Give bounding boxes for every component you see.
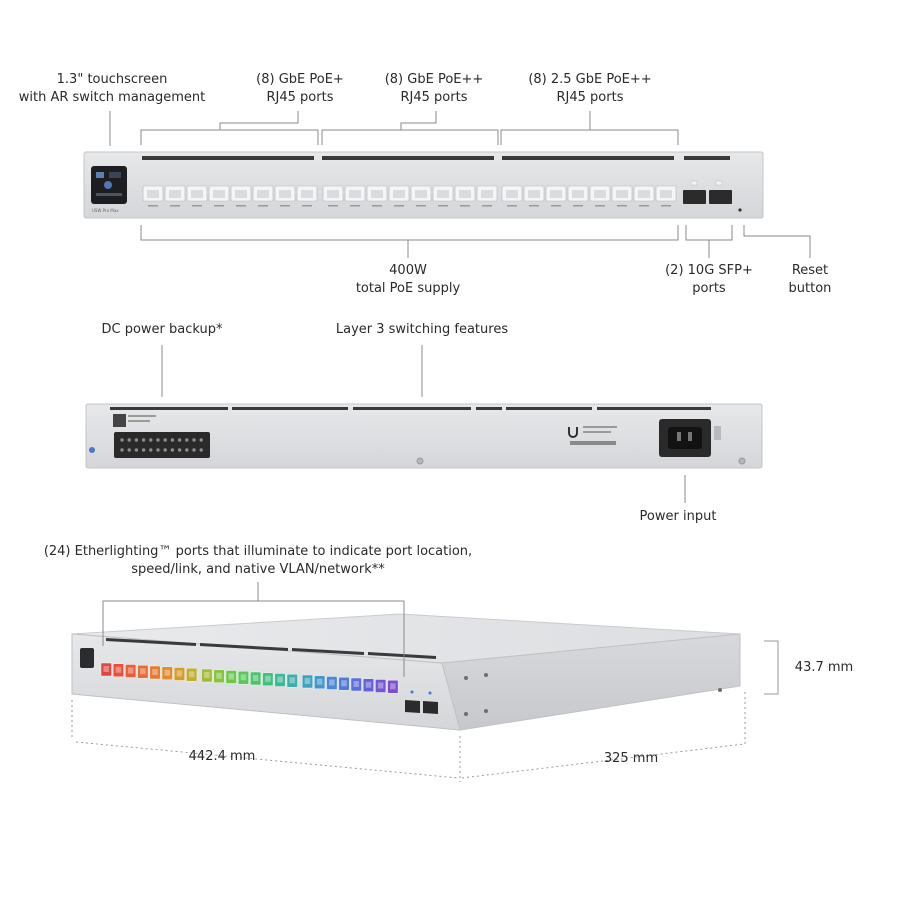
label-layer3: Layer 3 switching features	[335, 322, 509, 337]
etherlighting-port-12	[237, 671, 249, 685]
label-gbe-poe-plusplus: (8) GbE PoE++ RJ45 ports	[384, 72, 484, 105]
iso-callouts	[102, 582, 405, 677]
sfp-ports	[683, 180, 732, 204]
front-panel: USW Pro Max	[83, 151, 764, 219]
rj45-port-18	[523, 185, 545, 207]
etherlighting-port-7	[173, 667, 185, 681]
etherlighting-port-4	[137, 665, 149, 679]
etherlighting-port-11	[225, 670, 237, 684]
sfp-port-2	[709, 190, 732, 204]
iso-etherlighting-ports	[100, 662, 399, 694]
etherlighting-port-21	[350, 677, 362, 692]
etherlighting-port-16	[286, 674, 298, 688]
label-height: 43.7 mm	[794, 660, 854, 675]
rj45-port-6	[252, 185, 274, 207]
rj45-port-20	[567, 185, 589, 207]
label-dc-power-backup: DC power backup*	[101, 322, 223, 337]
etherlighting-port-9	[201, 668, 213, 683]
rj45-port-21	[589, 185, 611, 207]
front-vent-slots	[142, 156, 730, 160]
rj45-port-4	[208, 185, 230, 207]
ground-icon	[89, 447, 95, 453]
iso-screws	[464, 673, 722, 716]
rj45-port-24	[655, 185, 677, 207]
dc-power-connector	[114, 432, 210, 458]
label-power-input: Power input	[639, 509, 717, 524]
label-width: 442.4 mm	[188, 749, 256, 764]
reset-button	[738, 208, 742, 212]
label-poe-budget: 400W total PoE supply	[355, 263, 461, 296]
rj45-port-5	[230, 185, 252, 207]
rear-callouts	[161, 345, 686, 503]
certification-marks	[570, 441, 616, 445]
etherlighting-port-13	[250, 671, 262, 686]
etherlighting-port-3	[125, 664, 137, 678]
rj45-port-14	[432, 185, 454, 207]
label-2-5gbe-poe-plusplus: (8) 2.5 GbE PoE++ RJ45 ports	[528, 72, 652, 105]
rj45-port-9	[322, 185, 344, 207]
rj45-port-17	[501, 185, 523, 207]
rj45-port-7	[274, 185, 296, 207]
label-depth: 325 mm	[603, 751, 659, 766]
label-reset-button: Reset button	[788, 263, 832, 296]
rj45-port-16	[476, 185, 498, 207]
etherlighting-port-23	[375, 679, 387, 693]
ac-power-inlet	[659, 419, 721, 457]
rj45-port-13	[410, 185, 432, 207]
label-etherlighting: (24) Etherlighting™ ports that illuminat…	[43, 544, 473, 577]
label-gbe-poe-plus: (8) GbE PoE+ RJ45 ports	[256, 72, 344, 105]
etherlighting-port-15	[274, 673, 286, 687]
dimension-lines	[71, 640, 779, 782]
etherlighting-port-2	[112, 663, 124, 677]
iso-touchscreen	[80, 648, 94, 668]
iso-sfp-ports	[405, 690, 438, 714]
etherlighting-port-14	[262, 672, 274, 686]
sfp-port-1	[683, 190, 706, 204]
etherlighting-port-1	[100, 662, 112, 677]
etherlighting-port-5	[149, 665, 161, 680]
rj45-port-11	[366, 185, 388, 207]
touchscreen-display	[91, 166, 127, 204]
etherlighting-port-22	[363, 678, 374, 692]
rj45-port-15	[454, 185, 476, 207]
iso-vent-slots	[106, 638, 436, 659]
etherlighting-port-8	[186, 668, 198, 682]
rj45-port-10	[344, 185, 366, 207]
rear-vent-slots	[110, 407, 711, 410]
label-touchscreen: 1.3" touchscreen with AR switch manageme…	[18, 72, 206, 105]
front-rj45-ports	[142, 185, 677, 207]
ui-logo	[568, 427, 578, 438]
rj45-port-1	[142, 185, 164, 207]
rj45-port-3	[186, 185, 208, 207]
etherlighting-port-10	[213, 669, 225, 683]
etherlighting-port-20	[338, 677, 350, 691]
qr-code	[113, 414, 126, 427]
rj45-port-2	[164, 185, 186, 207]
rj45-port-12	[388, 185, 410, 207]
isometric-view	[71, 613, 741, 731]
rear-chassis	[85, 403, 763, 469]
etherlighting-port-17	[302, 674, 313, 689]
rj45-port-22	[611, 185, 633, 207]
model-mark: USW Pro Max	[92, 208, 119, 213]
front-chassis	[83, 151, 764, 219]
etherlighting-port-18	[314, 675, 326, 689]
rj45-port-23	[633, 185, 655, 207]
etherlighting-port-24	[387, 680, 399, 694]
etherlighting-port-6	[161, 666, 173, 680]
rj45-port-8	[296, 185, 318, 207]
front-callouts	[109, 111, 811, 258]
etherlighting-port-19	[326, 676, 338, 690]
rear-panel	[85, 403, 763, 469]
label-sfp-ports: (2) 10G SFP+ ports	[665, 263, 753, 296]
rj45-port-19	[545, 185, 567, 207]
